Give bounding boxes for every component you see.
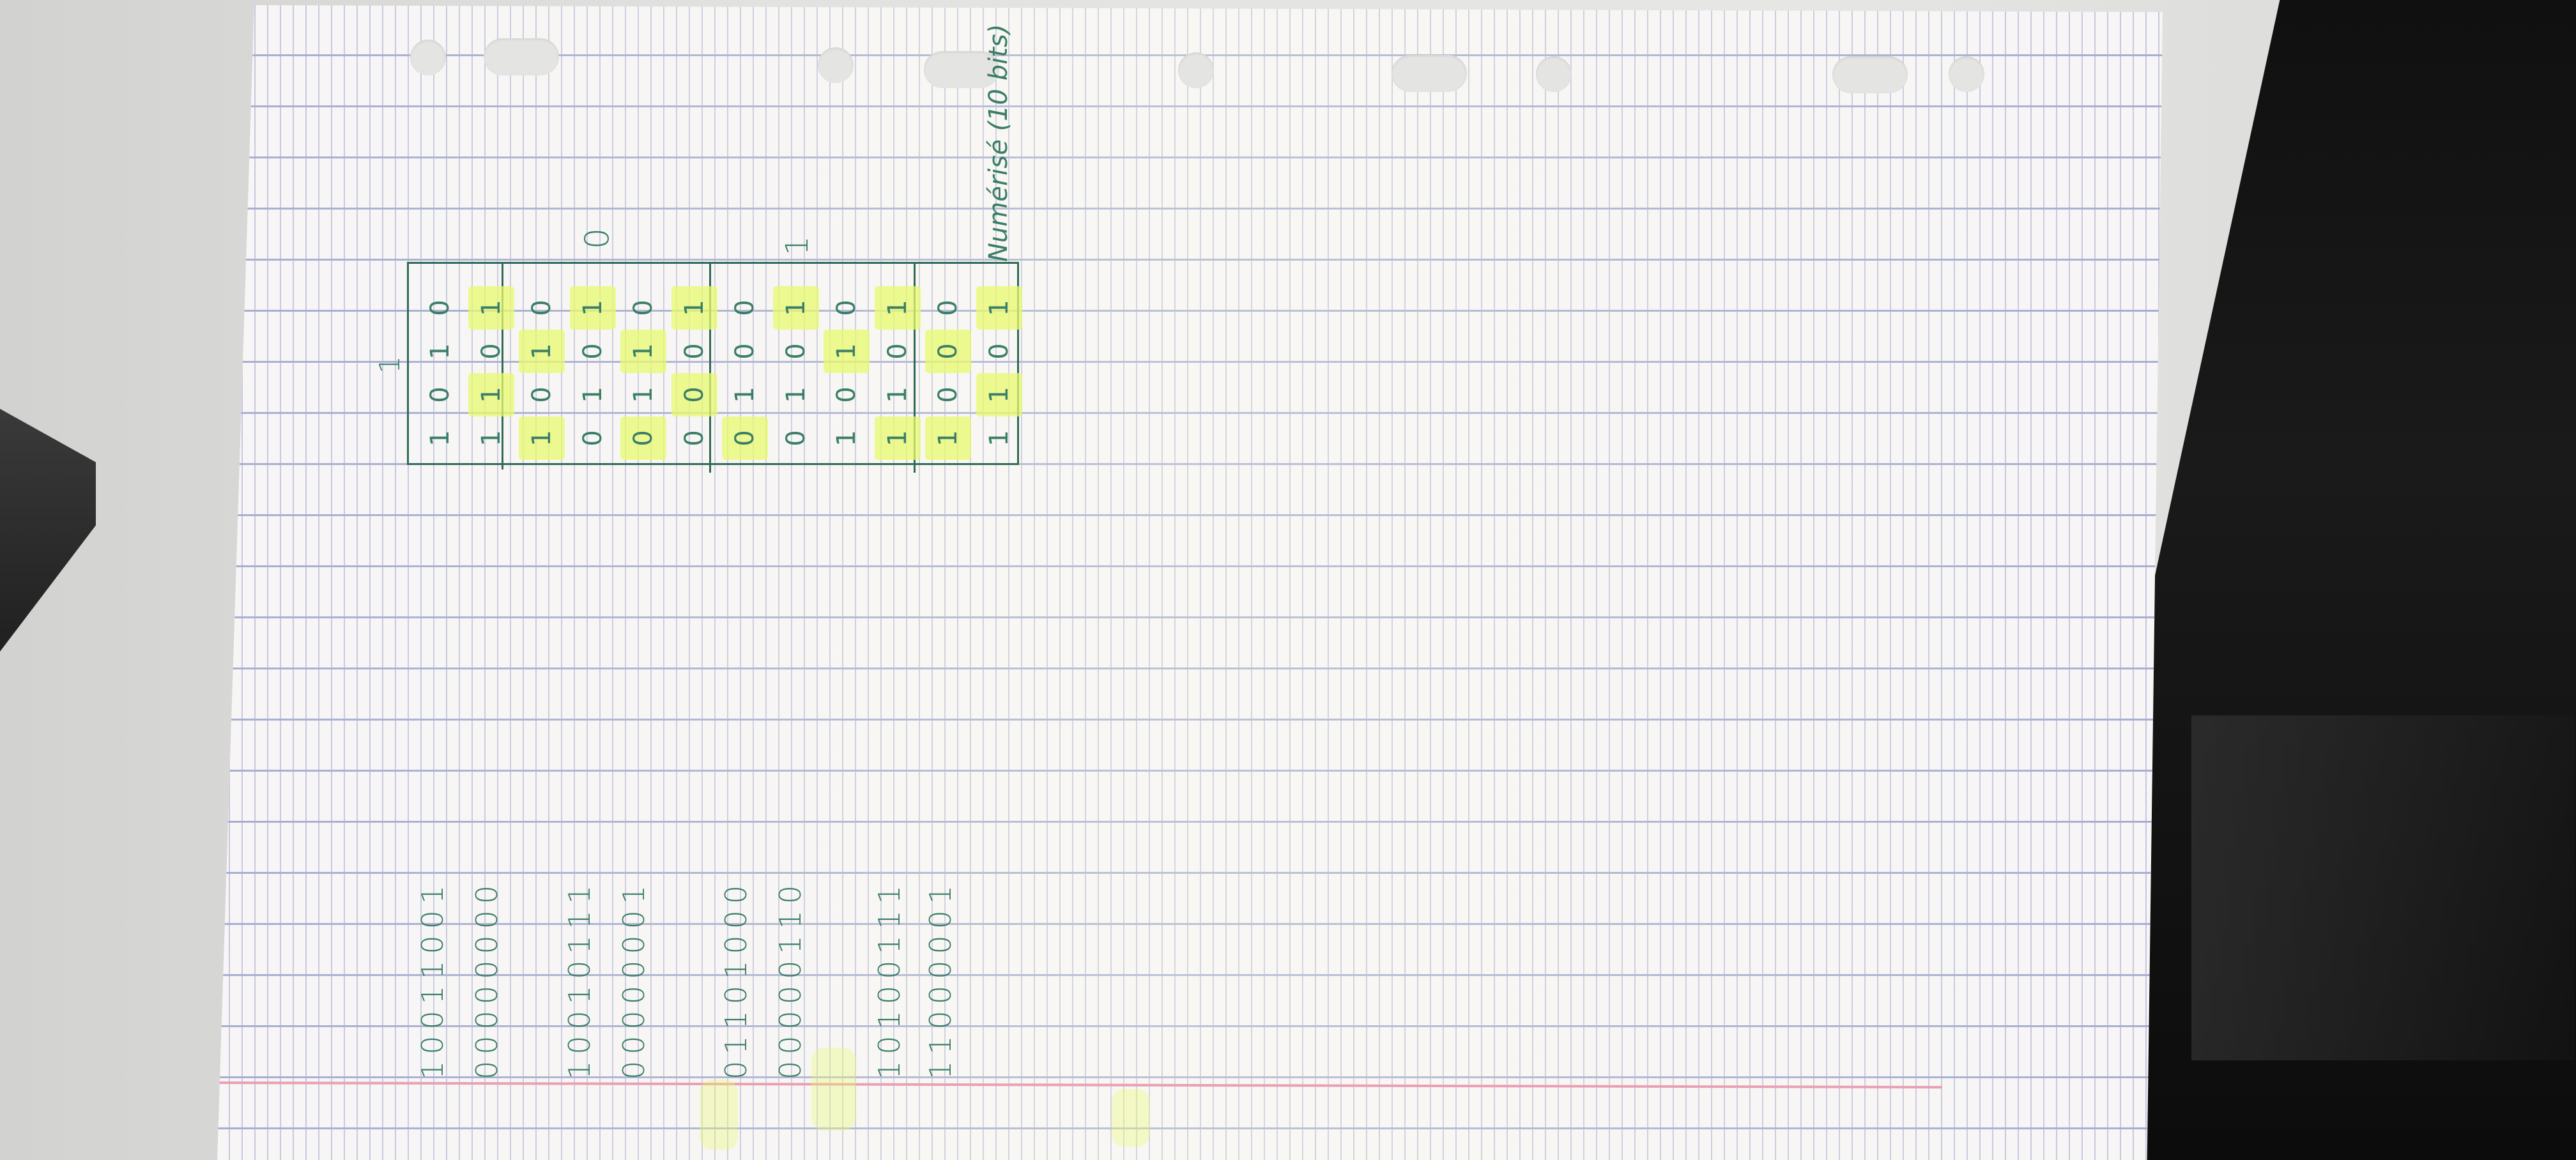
table-top-mark: 1 — [374, 356, 406, 374]
punch-hole — [1178, 52, 1214, 88]
table-cell: 1 — [468, 286, 514, 330]
punch-hole — [818, 47, 854, 83]
table-cell: 1 — [781, 386, 811, 403]
table-cell: 0 — [882, 343, 912, 360]
table-cell: 0 — [722, 416, 768, 460]
table-cell: 1 — [874, 286, 921, 330]
table-cell: 1 — [874, 416, 921, 460]
table-cell: 1 — [976, 286, 1022, 330]
reflection — [2191, 715, 2575, 1060]
table-cell: 0 — [730, 343, 760, 360]
table-cell: 1 — [425, 343, 455, 360]
table-cell: 0 — [730, 300, 760, 316]
punch-hole — [1392, 55, 1467, 92]
binary-row: 01101000 — [719, 878, 753, 1080]
table-cell: 1 — [569, 286, 616, 330]
table-cell: 1 — [976, 373, 1022, 416]
highlighter-smear — [700, 1080, 738, 1150]
table-cell: 0 — [781, 430, 811, 446]
table-cell: 1 — [832, 430, 861, 446]
table-divider — [914, 262, 916, 473]
binary-row: 10010111 — [562, 878, 597, 1080]
table-cell: 0 — [679, 343, 709, 360]
table-cell: 1 — [925, 416, 971, 460]
table-cell: 0 — [925, 330, 971, 373]
table-cell: 1 — [629, 386, 658, 403]
binary-row: 11000001 — [923, 878, 958, 1080]
table-cell: 1 — [882, 386, 912, 403]
binary-row: 00000110 — [773, 878, 808, 1080]
table-cell: 0 — [578, 430, 608, 446]
table-cell: 1 — [519, 416, 565, 460]
punch-hole — [1949, 56, 1984, 92]
table-cell: 1 — [476, 430, 506, 446]
table-cell: 1 — [578, 386, 608, 403]
table-note: 0 — [578, 227, 617, 249]
table-note: 1 — [779, 236, 815, 256]
punch-hole — [484, 38, 559, 75]
highlighter-smear — [1112, 1089, 1150, 1147]
table-cell: 1 — [984, 430, 1014, 446]
punch-hole — [1536, 56, 1572, 92]
table-cell: 0 — [832, 300, 861, 316]
highlighter-smear — [811, 1048, 856, 1131]
table-cell: 0 — [832, 386, 861, 403]
punch-hole — [924, 51, 999, 88]
table-cell: 1 — [620, 330, 666, 373]
punch-hole — [1832, 56, 1908, 93]
table-cell: 0 — [476, 343, 506, 360]
binary-row: 00000001 — [617, 878, 651, 1080]
binary-row: 00000000 — [470, 878, 504, 1080]
table-border — [407, 262, 1019, 465]
table-cell: 1 — [671, 286, 717, 330]
table-cell: 0 — [933, 300, 963, 316]
table-cell: 0 — [578, 343, 608, 360]
table-cell: 1 — [772, 286, 819, 330]
binary-row: 10011001 — [415, 878, 450, 1080]
notebook-paper — [217, 5, 2163, 1160]
table-cell: 0 — [527, 300, 556, 316]
table-cell: 0 — [527, 386, 556, 403]
table-cell: 0 — [620, 416, 666, 460]
punch-hole — [410, 40, 446, 75]
table-cell: 1 — [824, 330, 870, 373]
table-cell: 1 — [519, 330, 565, 373]
table-divider — [709, 262, 711, 473]
table-cell: 0 — [781, 343, 811, 360]
table-cell: 1 — [425, 430, 455, 446]
table-cell: 0 — [629, 300, 658, 316]
caption: Numérisé (10 bits) — [984, 24, 1013, 262]
table-cell: 0 — [425, 300, 455, 316]
table-cell: 0 — [933, 386, 963, 403]
table-divider — [502, 262, 503, 469]
table-cell: 1 — [468, 373, 514, 416]
table-cell: 0 — [679, 430, 709, 446]
table-cell: 1 — [730, 386, 760, 403]
table-cell: 0 — [425, 386, 455, 403]
table-cell: 0 — [984, 343, 1014, 360]
binary-row: 10100111 — [872, 878, 907, 1080]
table-cell: 0 — [671, 373, 717, 416]
